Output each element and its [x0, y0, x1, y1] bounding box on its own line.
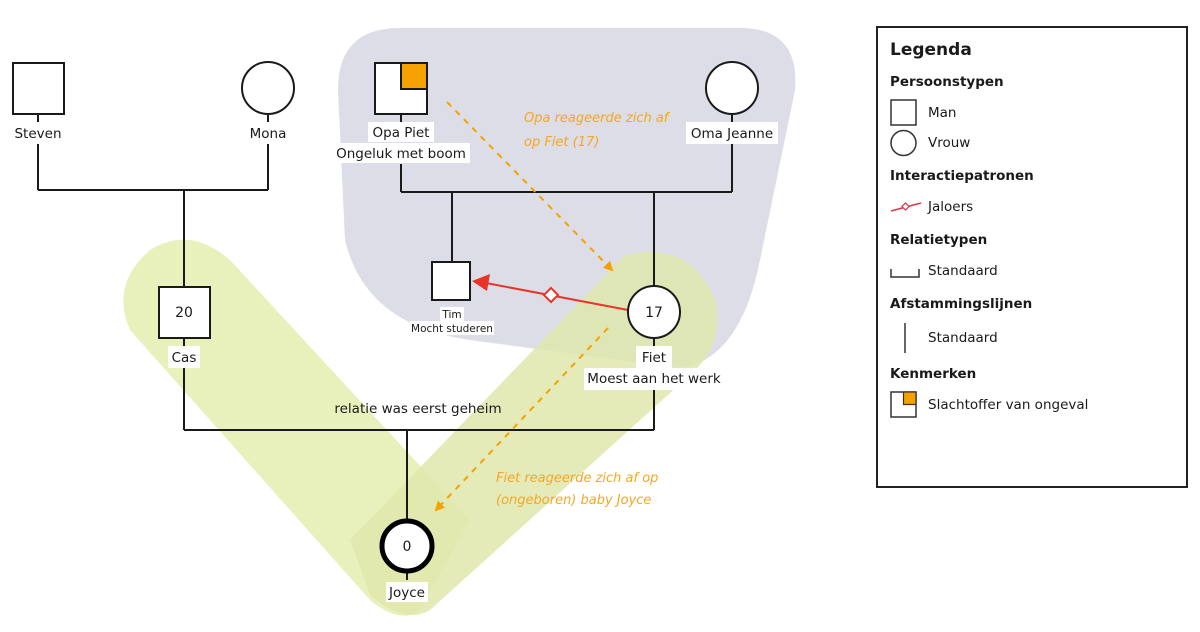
legend-label: Man — [928, 105, 957, 121]
legend-label: Slachtoffer van ongeval — [928, 397, 1089, 413]
accident-marker — [400, 62, 428, 90]
legend-panel: Legenda Persoonstypen Man Vrouw Interact… — [876, 26, 1188, 488]
person-opa-piet-name: Opa Piet — [373, 125, 430, 141]
person-fiet-age: 17 — [645, 305, 663, 321]
jealous-line-icon — [890, 202, 922, 212]
legend-item-afstamming-standaard: Standaard — [890, 320, 1174, 356]
person-oma-jeanne-symbol[interactable] — [705, 61, 759, 115]
person-tim-note: Mocht studeren — [411, 323, 493, 335]
annotation-opa-line2: op Fiet (17) — [524, 135, 599, 150]
legend-section-interactiepatronen: Interactiepatronen Jaloers — [890, 168, 1174, 222]
legend-section-relatietypen: Relatietypen Standaard — [890, 232, 1174, 286]
annotation-fiet-line1: Fiet reageerde zich af op — [496, 471, 658, 486]
legend-section-kenmerken: Kenmerken Slachtoffer van ongeval — [890, 366, 1174, 420]
legend-label: Standaard — [928, 263, 998, 279]
legend-section-persoonstypen: Persoonstypen Man Vrouw — [890, 74, 1174, 158]
legend-item-man: Man — [890, 98, 1174, 128]
person-steven-symbol[interactable] — [12, 62, 65, 115]
legend-item-relatie-standaard: Standaard — [890, 256, 1174, 286]
label-bg — [368, 122, 434, 142]
label-bg — [246, 122, 290, 144]
person-cas-age: 20 — [175, 305, 193, 321]
person-mona-symbol[interactable] — [241, 61, 295, 115]
circle-icon — [890, 129, 917, 157]
legend-heading: Afstammingslijnen — [890, 296, 1033, 312]
annotation-fiet-line2: (ongeboren) baby Joyce — [496, 493, 651, 508]
legend-section-afstammingslijnen: Afstammingslijnen Standaard — [890, 296, 1174, 356]
descent-line-icon — [904, 323, 906, 353]
person-mona-name: Mona — [250, 126, 287, 142]
legend-item-slachtoffer: Slachtoffer van ongeval — [890, 390, 1174, 420]
label-bg — [168, 346, 200, 368]
legend-heading: Relatietypen — [890, 232, 988, 248]
person-tim-symbol[interactable] — [431, 261, 471, 301]
legend-title: Legenda — [890, 40, 972, 60]
person-fiet-note: Moest aan het werk — [587, 371, 721, 387]
person-joyce-age: 0 — [403, 539, 412, 555]
annotation-arrow-fiet-joyce — [434, 327, 609, 512]
person-opa-piet-note: Ongeluk met boom — [336, 146, 466, 162]
jealous-interaction-line[interactable] — [472, 274, 629, 311]
legend-item-jaloers: Jaloers — [890, 192, 1174, 222]
person-oma-jeanne-name: Oma Jeanne — [691, 126, 773, 142]
person-fiet-name: Fiet — [642, 350, 666, 366]
legend-heading: Persoonstypen — [890, 74, 1004, 90]
person-tim-name: Tim — [441, 309, 461, 321]
square-icon — [890, 99, 917, 126]
label-bg — [334, 143, 470, 163]
person-steven-name: Steven — [14, 126, 61, 142]
person-joyce-name: Joyce — [388, 585, 425, 601]
legend-label: Jaloers — [928, 199, 974, 215]
person-cas-name: Cas — [172, 350, 197, 366]
label-bg — [440, 307, 464, 321]
relation-label-cas-fiet: relatie was eerst geheim — [334, 401, 501, 417]
legend-item-vrouw: Vrouw — [890, 128, 1174, 158]
legend-label: Standaard — [928, 330, 998, 346]
annotation-arrow-opa-fiet — [446, 101, 614, 272]
green-highlight-region-right — [350, 252, 718, 615]
label-bg — [584, 368, 724, 390]
label-bg — [410, 321, 494, 335]
person-fiet-symbol[interactable] — [627, 285, 681, 339]
accident-victim-icon — [890, 391, 917, 418]
legend-heading: Kenmerken — [890, 366, 977, 382]
label-bg — [686, 122, 778, 144]
person-joyce-symbol[interactable] — [379, 518, 435, 574]
label-bg — [12, 122, 64, 144]
legend-heading: Interactiepatronen — [890, 168, 1034, 184]
label-bg — [636, 346, 672, 368]
annotation-opa-line1: Opa reageerde zich af — [524, 111, 671, 126]
label-bg — [386, 582, 428, 602]
person-cas-symbol[interactable] — [158, 286, 211, 339]
relation-bracket-icon — [890, 269, 920, 278]
legend-label: Vrouw — [928, 135, 971, 151]
